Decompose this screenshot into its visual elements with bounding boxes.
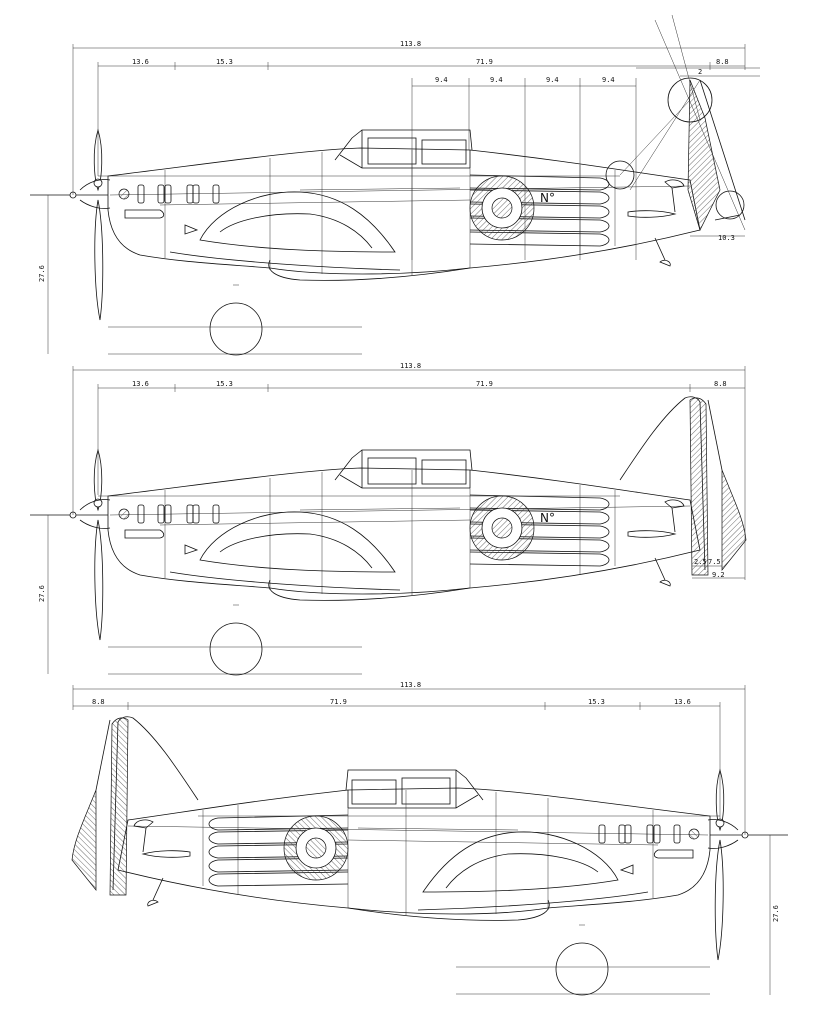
mid-height-dim: 27.6 [38,585,46,602]
mid-marking: N° [540,511,555,525]
tail-construction-lines [605,14,760,231]
middle-view: 113.8 13.6 15.3 71.9 8.8 2.5 7.5 9.2 27.… [29,362,747,676]
top-view: 113.8 13.6 15.3 71.9 8.8 9.4 9.4 9.4 9.4… [29,14,760,356]
top-rudder-top-dim: 2 [698,68,702,76]
top-cowl-dim: 15.3 [216,58,233,66]
bottom-view: 113.8 8.8 71.9 15.3 13.6 27.6 [71,681,789,996]
top-overall-dim: 113.8 [400,40,421,48]
bot-nose-dim: 13.6 [674,698,691,706]
bot-tail-dim: 8.8 [92,698,105,706]
bot-fuselage-dim: 71.9 [330,698,347,706]
top-station-3: 9.4 [546,76,559,84]
bot-height-dim: 27.6 [772,905,780,922]
top-station-1: 9.4 [435,76,448,84]
top-marking: N° [540,191,555,205]
mid-tail-c-dim: 9.2 [712,571,725,579]
top-nose-dim: 13.6 [132,58,149,66]
mid-fuselage-dim: 71.9 [476,380,493,388]
mid-tail-dim: 8.8 [714,380,727,388]
mid-nose-dim: 13.6 [132,380,149,388]
mid-tail-a-dim: 2.5 [694,558,707,566]
top-tail-lower-dim: 10.3 [718,234,735,242]
bot-overall-dim: 113.8 [400,681,421,689]
top-station-2: 9.4 [490,76,503,84]
mid-tail-b-dim: 7.5 [708,558,721,566]
top-station-4: 9.4 [602,76,615,84]
top-height-dim: 27.6 [38,265,46,282]
mid-cowl-dim: 15.3 [216,380,233,388]
bot-cowl-dim: 15.3 [588,698,605,706]
top-fuselage-dim: 71.9 [476,58,493,66]
mid-overall-dim: 113.8 [400,362,421,370]
top-tail-dim: 8.8 [716,58,729,66]
